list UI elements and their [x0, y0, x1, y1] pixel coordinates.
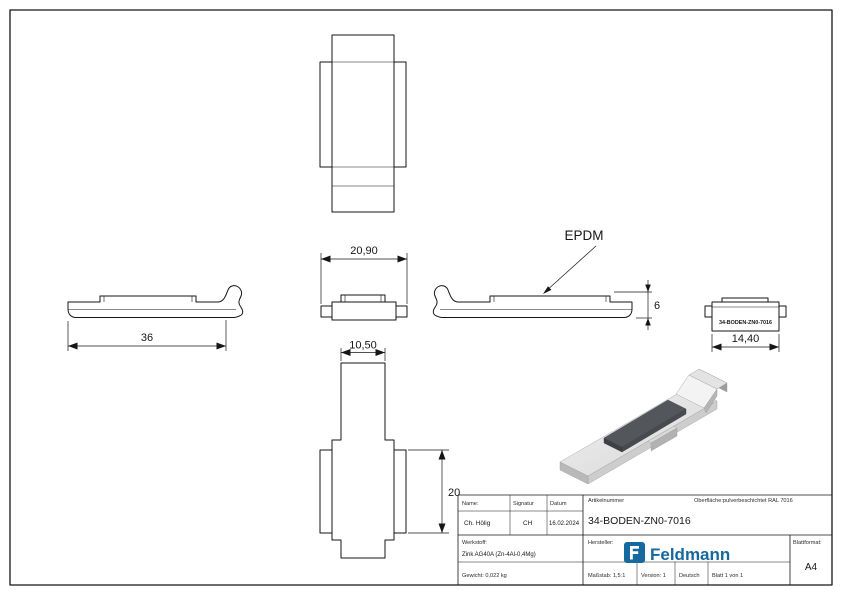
material-value: Zink AG40A (Zn-4Al-0,4Mg)	[462, 552, 536, 558]
dim-6: 6	[614, 280, 660, 330]
end-view-pad	[721, 297, 769, 303]
side-view-right-outline	[432, 285, 633, 318]
iso-tab-top	[647, 425, 678, 444]
signature-value: CH	[523, 520, 533, 527]
side-view-left-outline	[67, 285, 244, 318]
dim-36: 36	[67, 320, 227, 351]
part-marking-text: 34-BODEN-ZN0-7016	[719, 320, 772, 326]
top-view	[319, 34, 407, 213]
scale-value: Maßstab: 1,5:1	[588, 573, 625, 579]
article-number-label: Artikelnummer	[588, 498, 624, 504]
leader-arrowhead	[543, 286, 552, 294]
version-value: Version: 1	[641, 573, 666, 579]
dim-10-50: 10,50	[340, 340, 386, 361]
material-label: Werkstoff:	[462, 540, 487, 546]
epdm-label: EPDM	[564, 228, 603, 243]
bottom-view-left-tab	[319, 449, 333, 534]
top-view-left-tab	[319, 61, 333, 168]
signature-label: Signatur	[513, 501, 534, 507]
sheet-format-value: A4	[805, 562, 818, 573]
top-view-right-tab	[393, 61, 407, 168]
article-number-value: 34-BODEN-ZN0-7016	[588, 515, 691, 527]
dim-20-label: 20	[448, 487, 460, 499]
bottom-view-right-tab	[393, 449, 407, 534]
weight-value: Gewicht: 0,022 kg	[462, 573, 507, 579]
dim-20-90: 20,90	[320, 245, 408, 304]
epdm-callout: EPDM	[543, 228, 604, 294]
dim-10-50-label: 10,50	[349, 340, 377, 352]
surface-label: Oberfläche:	[694, 498, 723, 504]
date-label: Datum	[550, 501, 567, 507]
dim-14-40-label: 14,40	[732, 333, 760, 345]
dim-14-40: 14,40	[711, 333, 780, 352]
front-view-body	[331, 301, 397, 321]
top-view-body	[331, 34, 395, 213]
front-view-pad	[340, 294, 386, 303]
feldmann-logo-glyph	[630, 546, 639, 560]
dim-36-label: 36	[141, 332, 153, 344]
bottom-view-outline	[331, 362, 395, 559]
language-value: Deutsch	[679, 573, 700, 579]
iso-hook-top	[688, 368, 728, 390]
end-view-body	[711, 301, 780, 332]
side-view-right	[432, 285, 633, 318]
bottom-view	[319, 362, 407, 559]
front-view-left-tab	[320, 305, 333, 318]
sheet-format-label: Blattformat:	[793, 540, 822, 546]
end-view: 34-BODEN-ZN0-7016	[704, 297, 787, 332]
feldmann-wordmark: Feldmann	[650, 545, 730, 564]
side-view-left	[67, 285, 244, 318]
title-block: Name: Signatur Datum Ch. Hölig CH 16.02.…	[457, 494, 832, 585]
dim-20: 20	[408, 449, 460, 534]
dim-6-label: 6	[654, 300, 660, 312]
surface-value: pulverbeschichtet RAL 7016	[723, 498, 793, 504]
sheet-border-frame	[9, 9, 833, 586]
end-view-left-pin	[704, 305, 713, 318]
front-view-right-tab	[395, 305, 408, 318]
dim-20-90-label: 20,90	[350, 245, 378, 257]
name-label: Name:	[462, 501, 479, 507]
isometric-view	[559, 368, 728, 485]
feldmann-logo: Feldmann	[624, 542, 730, 564]
manufacturer-label: Hersteller:	[588, 540, 614, 546]
iso-pad-top	[603, 399, 687, 448]
front-view	[320, 294, 408, 321]
end-view-right-pin	[778, 305, 787, 318]
sheet-count-value: Blatt 1 von 1	[712, 573, 743, 579]
name-value: Ch. Hölig	[464, 520, 491, 527]
date-value: 16.02.2024	[549, 521, 580, 527]
